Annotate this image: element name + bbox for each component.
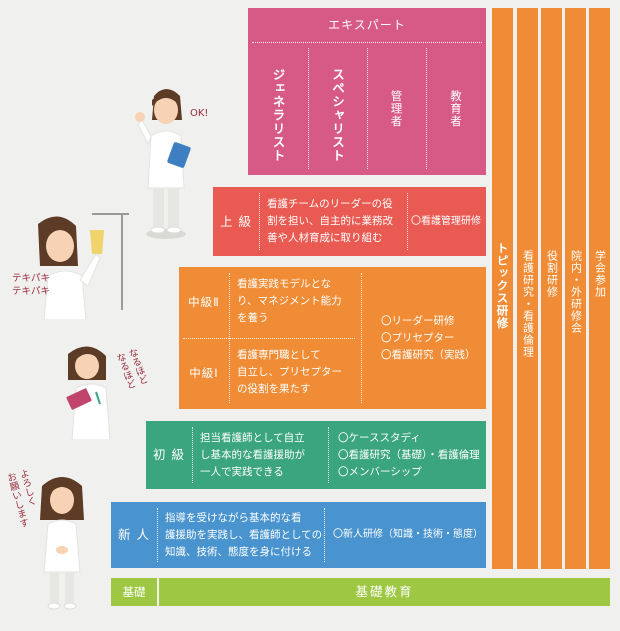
expert-col-manager: 管理者 bbox=[389, 90, 404, 128]
advanced-label: 上 級 bbox=[220, 214, 252, 229]
newcomer-block: 新 人 指導を受けながら基本的な看 護援助を実践し、看護師としての 知識、技術、… bbox=[111, 502, 486, 568]
mid2-description: 看護実践モデルとな り、マネジメント能力 を養う bbox=[237, 278, 342, 324]
vertical-role-training: 役割研修 bbox=[541, 8, 562, 569]
expert-col-specialist: スペシャリスト bbox=[330, 68, 345, 163]
advanced-training: 〇看護管理研修 bbox=[411, 216, 481, 227]
mid2-label: 中級Ⅱ bbox=[188, 295, 220, 309]
newcomer-label: 新 人 bbox=[118, 527, 150, 542]
nurse-reading-illustration bbox=[66, 346, 111, 440]
expert-col-generalist: ジェネラリスト bbox=[270, 68, 286, 163]
base-education: 基礎教育 bbox=[355, 584, 414, 599]
nurse-ok-illustration bbox=[135, 89, 191, 239]
beginner-label: 初 級 bbox=[153, 447, 185, 462]
base-label: 基礎 bbox=[122, 585, 146, 599]
base-block: 基礎 基礎教育 bbox=[111, 578, 610, 606]
nurse-bowing-illustration bbox=[40, 477, 84, 610]
expert-block: エキスパート ジェネラリスト スペシャリスト 管理者 教育者 bbox=[248, 8, 486, 175]
nurse-ok-speech: OK! bbox=[190, 108, 209, 119]
newcomer-training: 〇新人研修（知識・技術・態度） bbox=[333, 529, 483, 540]
mid-training: 〇リーダー研修 〇プリセプター 〇看護研究（実践） bbox=[381, 315, 476, 361]
mid1-description: 看護専門職として 自立し、プリセプター の役割を果たす bbox=[237, 349, 342, 395]
beginner-block: 初 級 担当看護師として自立 し基本的な看護援助が 一人で実践できる 〇ケースス… bbox=[146, 421, 486, 489]
nurse-iv-speech: テキパキ テキパキ bbox=[12, 273, 51, 297]
expert-col-educator: 教育者 bbox=[449, 90, 463, 128]
advanced-description: 看護チームのリーダーの役 割を担い、自主的に業務改 善や人材育成に取り組む bbox=[267, 198, 393, 244]
vertical-conferences: 学会参加 bbox=[589, 8, 610, 569]
beginner-training: 〇ケーススタディ 〇看護研究（基礎）・看護倫理 〇メンバーシップ bbox=[338, 432, 480, 478]
newcomer-description: 指導を受けながら基本的な看 護援助を実践し、看護師としての 知識、技術、態度を身… bbox=[165, 512, 323, 558]
mid-block: 中級Ⅱ 中級Ⅰ 看護実践モデルとな り、マネジメント能力 を養う 看護専門職とし… bbox=[179, 267, 486, 409]
nurse-iv-illustration bbox=[38, 213, 129, 320]
beginner-description: 担当看護師として自立 し基本的な看護援助が 一人で実践できる bbox=[200, 432, 305, 478]
advanced-block: 上 級 看護チームのリーダーの役 割を担い、自主的に業務改 善や人材育成に取り組… bbox=[213, 187, 486, 256]
vertical-topics: トピックス研修 bbox=[492, 8, 513, 569]
vertical-workshops: 院内・外研修会 bbox=[565, 8, 586, 569]
expert-title: エキスパート bbox=[328, 18, 406, 32]
vertical-research-ethics: 看護研究・看護倫理 bbox=[517, 8, 538, 569]
mid1-label: 中級Ⅰ bbox=[189, 366, 219, 380]
